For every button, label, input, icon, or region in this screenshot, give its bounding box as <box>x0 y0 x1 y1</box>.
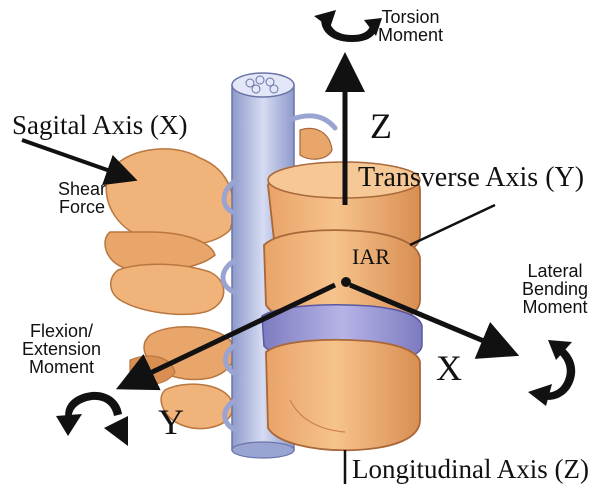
y-axis-label: Y <box>158 404 184 440</box>
lateral-line-2: Bending <box>522 280 588 298</box>
flexion-line-3: Moment <box>22 358 101 376</box>
shear-line-2: Force <box>58 198 106 216</box>
iar-point <box>341 277 351 287</box>
transverse-pointer-line <box>410 205 495 245</box>
torsion-line-1: Torsion <box>378 8 443 26</box>
lateral-bending-moment-arrow-icon <box>528 340 575 406</box>
posterior-processes <box>105 149 234 429</box>
torsion-moment-arrow-icon <box>314 10 382 42</box>
lower-vertebra <box>266 340 420 450</box>
torsion-moment-label: Torsion Moment <box>378 8 443 44</box>
z-axis-label: Z <box>370 108 392 144</box>
lateral-bending-moment-label: Lateral Bending Moment <box>522 262 588 316</box>
lateral-line-3: Moment <box>522 298 588 316</box>
flexion-line-1: Flexion/ <box>22 322 101 340</box>
sagital-axis-label: Sagital Axis (X) <box>12 112 188 139</box>
transverse-axis-label: Transverse Axis (Y) <box>358 164 584 192</box>
torsion-line-2: Moment <box>378 26 443 44</box>
flexion-line-2: Extension <box>22 340 101 358</box>
x-axis-label: X <box>436 350 462 386</box>
flexion-extension-moment-label: Flexion/ Extension Moment <box>22 322 101 376</box>
lateral-line-1: Lateral <box>522 262 588 280</box>
shear-line-1: Shear <box>58 180 106 198</box>
sagital-pointer-arrow <box>22 140 130 178</box>
longitudinal-axis-label: Longitudinal Axis (Z) <box>352 456 589 483</box>
iar-label: IAR <box>352 246 390 268</box>
shear-force-label: Shear Force <box>58 180 106 216</box>
flexion-extension-moment-arrow-icon <box>56 392 128 446</box>
